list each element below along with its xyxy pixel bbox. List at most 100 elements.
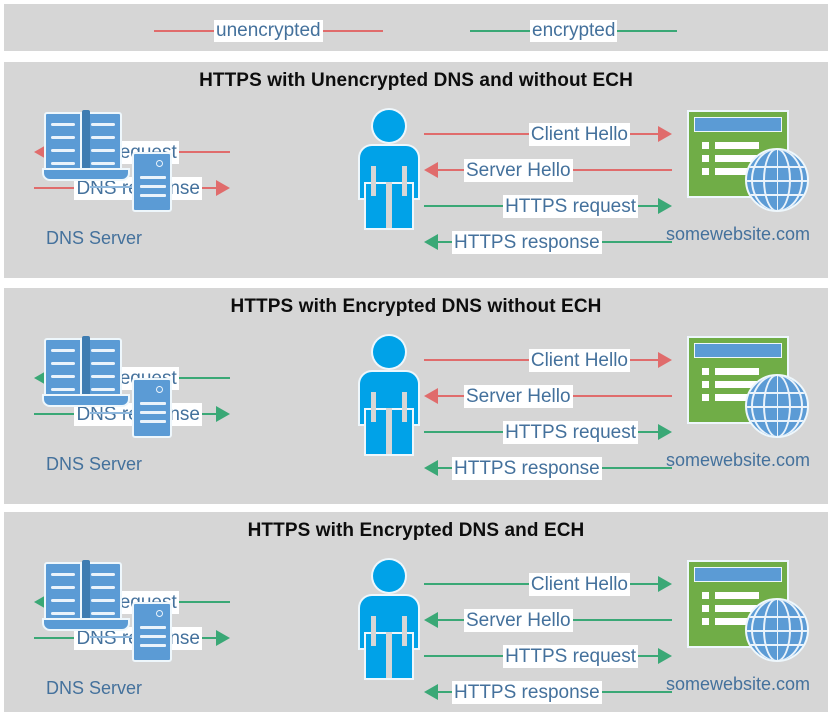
- person-legR: [390, 410, 412, 454]
- flow-label: Server Hello: [464, 608, 573, 632]
- person-crotch: [386, 182, 392, 228]
- arrowhead-right-icon: [658, 126, 672, 142]
- server-slot: [140, 420, 166, 423]
- flow-label: Server Hello: [464, 384, 573, 408]
- book-rule: [91, 573, 115, 576]
- flow-line: [424, 205, 484, 207]
- arrowhead-right-icon: [658, 352, 672, 368]
- flow-line: [202, 187, 216, 189]
- book-base: [42, 394, 130, 407]
- book-rule: [51, 586, 75, 589]
- book-rule: [91, 349, 115, 352]
- flow-line: [483, 205, 504, 207]
- website-label: somewebsite.com: [666, 450, 811, 470]
- book-spine: [82, 110, 90, 176]
- arrowhead-right-icon: [216, 180, 230, 196]
- book-rule: [51, 123, 75, 126]
- book-rule: [51, 136, 75, 139]
- server-slot: [140, 626, 166, 629]
- book-icon: [42, 560, 130, 632]
- flow-line: [638, 655, 658, 657]
- list-line: [715, 592, 759, 599]
- server-led: [156, 386, 163, 393]
- server-slot: [140, 411, 166, 414]
- arrowhead-left-icon: [424, 234, 438, 250]
- user-person-icon: [356, 560, 422, 678]
- person-armgapL: [371, 616, 376, 646]
- book-rule: [91, 599, 115, 602]
- flow-label: HTTPS response: [452, 230, 602, 254]
- person-armgapR: [402, 616, 407, 646]
- person-crotch: [386, 408, 392, 454]
- arrowhead-right-icon: [216, 630, 230, 646]
- flow-arrow-client-hello: Client Hello: [424, 122, 672, 146]
- arrowhead-left-icon: [424, 388, 438, 404]
- flow-label: HTTPS request: [503, 644, 638, 668]
- book-rule: [91, 162, 115, 165]
- book-base: [42, 168, 130, 181]
- book-page: [84, 562, 122, 624]
- book-rule: [91, 136, 115, 139]
- flow-label: HTTPS response: [452, 456, 602, 480]
- legend-line-left-icon: [470, 30, 530, 32]
- book-page: [44, 562, 82, 624]
- flow-line: [424, 431, 484, 433]
- scenario-panel-1: HTTPS with Unencrypted DNS and without E…: [4, 62, 828, 278]
- connector-line: [90, 412, 136, 414]
- user-person-icon: [356, 336, 422, 454]
- arrowhead-left-icon: [424, 162, 438, 178]
- globe-icon: [745, 374, 809, 438]
- legend-line-right-icon: [322, 30, 383, 32]
- flow-line: [601, 467, 672, 469]
- flow-line: [424, 655, 484, 657]
- globe-parallel: [747, 166, 807, 168]
- list-bullet: [702, 394, 709, 401]
- flow-line: [500, 133, 529, 135]
- flow-arrow-https-request: HTTPS request: [424, 420, 672, 444]
- book-rule: [91, 123, 115, 126]
- book-rule: [51, 162, 75, 165]
- flow-label: HTTPS response: [452, 680, 602, 704]
- flow-label: Client Hello: [528, 348, 630, 372]
- server-led: [156, 610, 163, 617]
- server-slot: [140, 644, 166, 647]
- book-rule: [51, 599, 75, 602]
- list-line: [715, 605, 759, 612]
- dns-server-label: DNS Server: [46, 454, 143, 474]
- flow-line: [56, 187, 75, 189]
- globe-parallel: [747, 420, 807, 422]
- flow-arrow-https-request: HTTPS request: [424, 194, 672, 218]
- book-page: [44, 338, 82, 400]
- flow-arrow-https-response: HTTPS response: [424, 230, 672, 254]
- list-bullet: [702, 605, 709, 612]
- flow-line: [572, 619, 672, 621]
- flow-label: Client Hello: [528, 122, 630, 146]
- legend-panel: unencrypted encrypted: [4, 4, 828, 51]
- list-bullet: [702, 168, 709, 175]
- globe-parallel: [747, 644, 807, 646]
- server-led: [156, 160, 163, 167]
- flow-line: [630, 359, 658, 361]
- flow-label: Server Hello: [464, 158, 573, 182]
- person-head-c: [373, 110, 405, 142]
- book-spine: [82, 336, 90, 402]
- book-rule: [91, 375, 115, 378]
- flow-line: [424, 133, 501, 135]
- list-line: [715, 394, 759, 401]
- book-page: [84, 112, 122, 174]
- list-bullet: [702, 381, 709, 388]
- flow-line: [56, 413, 75, 415]
- person-crotch: [386, 632, 392, 678]
- flow-line: [34, 187, 57, 189]
- flow-line: [178, 377, 230, 379]
- flow-arrow-client-hello: Client Hello: [424, 348, 672, 372]
- connector-line: [90, 636, 136, 638]
- flow-line: [178, 151, 230, 153]
- arrowhead-left-icon: [424, 612, 438, 628]
- flow-line: [202, 637, 216, 639]
- globe-parallel: [747, 194, 807, 196]
- connector-line: [90, 186, 136, 188]
- flow-line: [572, 395, 672, 397]
- flow-arrow-client-hello: Client Hello: [424, 572, 672, 596]
- legend-line-left-icon: [154, 30, 214, 32]
